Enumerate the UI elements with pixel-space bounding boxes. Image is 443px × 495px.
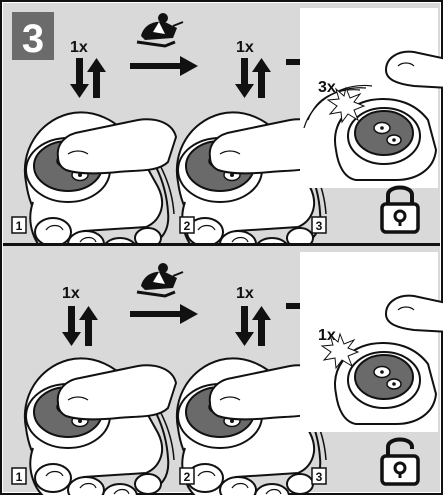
press-count-label: 1x [236, 39, 254, 56]
press-count-label: 1x [70, 39, 88, 56]
press-count-label: 1x [318, 327, 336, 344]
frame-number: 2 [184, 219, 191, 233]
panel-lock: 3 1x 1x 3x 1 2 3 [3, 3, 443, 264]
hand-pressing-remote-illustration [25, 112, 176, 263]
frame-number: 1 [16, 470, 23, 484]
panel-unlock: 1x 1x 1x 1 2 3 [3, 246, 443, 495]
panel-divider [3, 243, 440, 246]
press-count-label: 1x [62, 285, 80, 302]
frame-number: 2 [184, 470, 191, 484]
step-number: 3 [22, 17, 44, 61]
press-count-label: 3x [318, 79, 336, 96]
frame-number: 1 [16, 219, 23, 233]
frame-number: 3 [316, 470, 323, 484]
press-count-label: 1x [236, 285, 254, 302]
frame-number: 3 [316, 219, 323, 233]
hand-pressing-remote-illustration [25, 358, 176, 495]
